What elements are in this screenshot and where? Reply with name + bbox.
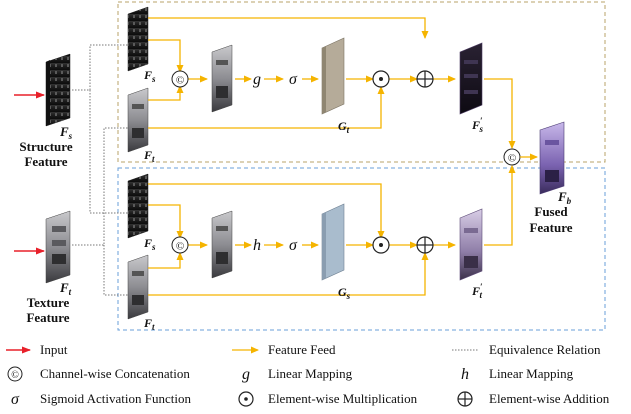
top-branch-arrows xyxy=(148,17,516,149)
bottom-concat-op: © xyxy=(171,236,189,254)
legend-add-text: Element-wise Addition xyxy=(489,391,610,406)
top-ft-label: Ft xyxy=(143,148,155,164)
bottom-output-map xyxy=(459,208,483,281)
top-concat-map xyxy=(211,44,233,113)
legend-mult-text: Element-wise Multiplication xyxy=(268,391,418,406)
structure-feature-title-1: Structure xyxy=(19,139,72,154)
svg-text:©: © xyxy=(11,370,19,381)
legend-add-icon xyxy=(457,391,473,407)
fused-feature-map xyxy=(539,121,565,195)
bottom-sigma-label: σ xyxy=(289,237,298,254)
legend-sigma-symbol: σ xyxy=(11,391,20,408)
bottom-h-label: h xyxy=(253,237,261,254)
legend-g-text: Linear Mapping xyxy=(268,366,353,381)
bottom-output-label: F′t xyxy=(471,282,483,300)
legend-concat-text: Channel-wise Concatenation xyxy=(40,366,190,381)
structure-feature-title-2: Feature xyxy=(24,154,67,169)
legend: Input Feature Feed Equivalence Relation … xyxy=(6,342,610,408)
top-sigma-label: σ xyxy=(289,71,298,88)
top-fs-map xyxy=(127,6,149,72)
fused-feature-title-2: Feature xyxy=(529,220,572,235)
top-ft-map xyxy=(127,87,149,153)
top-concat-op: © xyxy=(171,70,189,88)
svg-text:©: © xyxy=(176,75,184,87)
bottom-concat-map xyxy=(211,210,233,279)
legend-h-symbol: h xyxy=(461,366,469,383)
bottom-ft-label: Ft xyxy=(143,316,155,332)
fusion-concat-op: © xyxy=(503,148,521,166)
legend-h-text: Linear Mapping xyxy=(489,366,574,381)
svg-text:©: © xyxy=(176,241,184,253)
svg-text:©: © xyxy=(508,153,516,165)
texture-feature-map xyxy=(45,210,71,284)
branch-bottom-box xyxy=(117,167,606,331)
top-gate-label: Gt xyxy=(338,119,350,135)
top-fs-label: Fs xyxy=(143,68,156,84)
legend-concat-icon: © xyxy=(7,366,23,382)
bottom-fs-map xyxy=(127,173,149,239)
bottom-branch-arrows xyxy=(148,165,516,296)
texture-feature-title-2: Feature xyxy=(26,310,69,325)
texture-input-symbol: Ft xyxy=(59,280,72,297)
bottom-mult-op xyxy=(372,236,390,254)
legend-input-text: Input xyxy=(40,342,68,357)
legend-g-symbol: g xyxy=(242,366,250,383)
fused-feature-title-1: Fused xyxy=(534,204,568,219)
bottom-gate-label: Gs xyxy=(338,285,351,301)
fused-symbol: Fb xyxy=(557,189,572,206)
bottom-ft-map xyxy=(127,254,149,320)
top-add-op xyxy=(416,70,434,88)
bottom-fs-label: Fs xyxy=(143,236,156,252)
top-mult-op xyxy=(372,70,390,88)
bottom-add-op xyxy=(416,236,434,254)
legend-equiv-text: Equivalence Relation xyxy=(489,342,601,357)
structure-input-symbol: Fs xyxy=(59,124,73,141)
top-output-label: F′s xyxy=(471,116,484,134)
bottom-gate-map xyxy=(321,203,345,281)
equivalence-lines xyxy=(72,44,128,296)
branch-top-box xyxy=(117,1,606,163)
structure-feature-map xyxy=(45,53,71,127)
legend-sigma-text: Sigmoid Activation Function xyxy=(40,391,191,406)
texture-feature-title-1: Texture xyxy=(27,295,70,310)
legend-mult-icon xyxy=(238,391,254,407)
legend-feed-text: Feature Feed xyxy=(268,342,336,357)
top-output-map xyxy=(459,42,483,115)
top-gate-map xyxy=(321,37,345,115)
top-g-label: g xyxy=(253,71,261,88)
